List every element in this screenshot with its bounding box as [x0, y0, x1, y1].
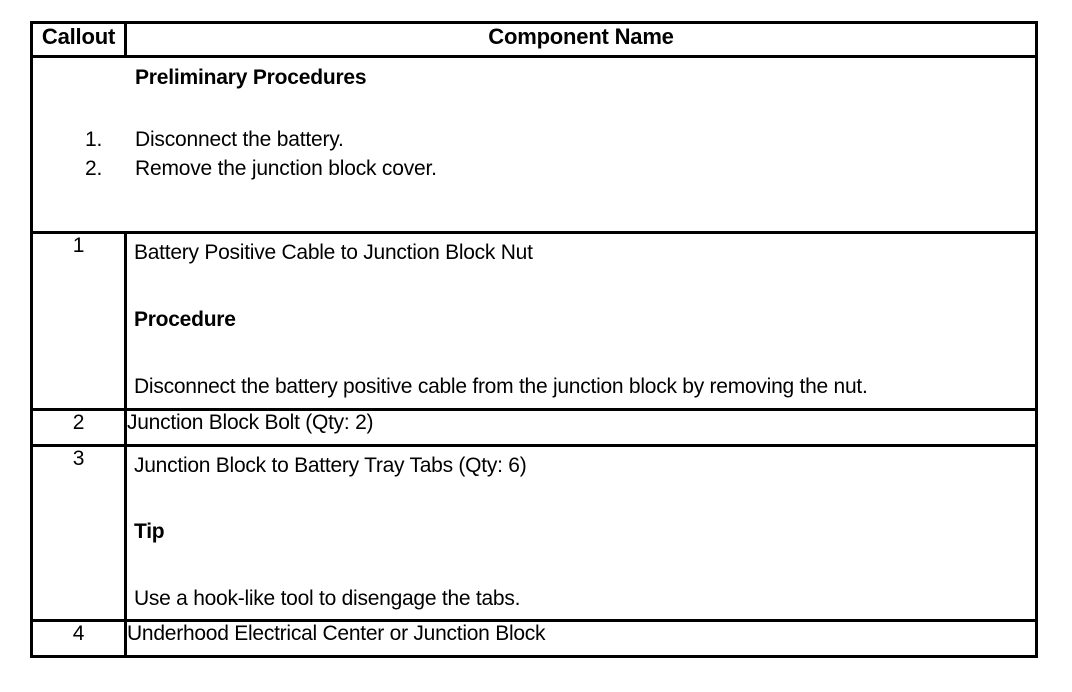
table-row: 2 Junction Block Bolt (Qty: 2)	[30, 408, 1038, 447]
preliminary-procedures-cell: Preliminary Procedures 1. Disconnect the…	[30, 55, 1038, 234]
column-header-component-name: Component Name	[124, 21, 1038, 58]
step-text: Remove the junction block cover.	[135, 157, 437, 180]
table-header-row: Callout Component Name	[30, 21, 1038, 58]
component-cell-3: Junction Block to Battery Tray Tabs (Qty…	[124, 444, 1038, 622]
section-label-tip: Tip	[134, 520, 165, 543]
section-text-procedure: Disconnect the battery positive cable fr…	[134, 375, 868, 398]
step-number: 2.	[85, 157, 103, 180]
component-name-4: Underhood Electrical Center or Junction …	[124, 619, 1038, 658]
component-name-1: Battery Positive Cable to Junction Block…	[134, 241, 533, 264]
table-row: 4 Underhood Electrical Center or Junctio…	[30, 619, 1038, 658]
section-text-tip: Use a hook-like tool to disengage the ta…	[134, 587, 521, 610]
callout-number-4: 4	[30, 619, 127, 658]
step-text: Disconnect the battery.	[135, 128, 344, 151]
callout-number-3: 3	[30, 444, 127, 622]
component-name-3: Junction Block to Battery Tray Tabs (Qty…	[134, 454, 527, 477]
preliminary-procedures-row: Preliminary Procedures 1. Disconnect the…	[30, 55, 1038, 234]
section-label-procedure: Procedure	[134, 308, 236, 331]
callout-number-2: 2	[30, 408, 127, 447]
preliminary-steps-list: 1. Disconnect the battery. 2. Remove the…	[81, 128, 881, 186]
table-row: 1 Battery Positive Cable to Junction Blo…	[30, 231, 1038, 411]
list-item: 1. Disconnect the battery.	[81, 128, 881, 157]
preliminary-procedures-title: Preliminary Procedures	[135, 66, 367, 89]
component-cell-1: Battery Positive Cable to Junction Block…	[124, 231, 1038, 411]
step-number: 1.	[85, 128, 103, 151]
component-name-2: Junction Block Bolt (Qty: 2)	[124, 408, 1038, 447]
callout-table: Callout Component Name Preliminary Proce…	[30, 21, 1038, 658]
callout-number-1: 1	[30, 231, 127, 411]
list-item: 2. Remove the junction block cover.	[81, 157, 881, 186]
table-row: 3 Junction Block to Battery Tray Tabs (Q…	[30, 444, 1038, 622]
column-header-callout: Callout	[30, 21, 127, 58]
